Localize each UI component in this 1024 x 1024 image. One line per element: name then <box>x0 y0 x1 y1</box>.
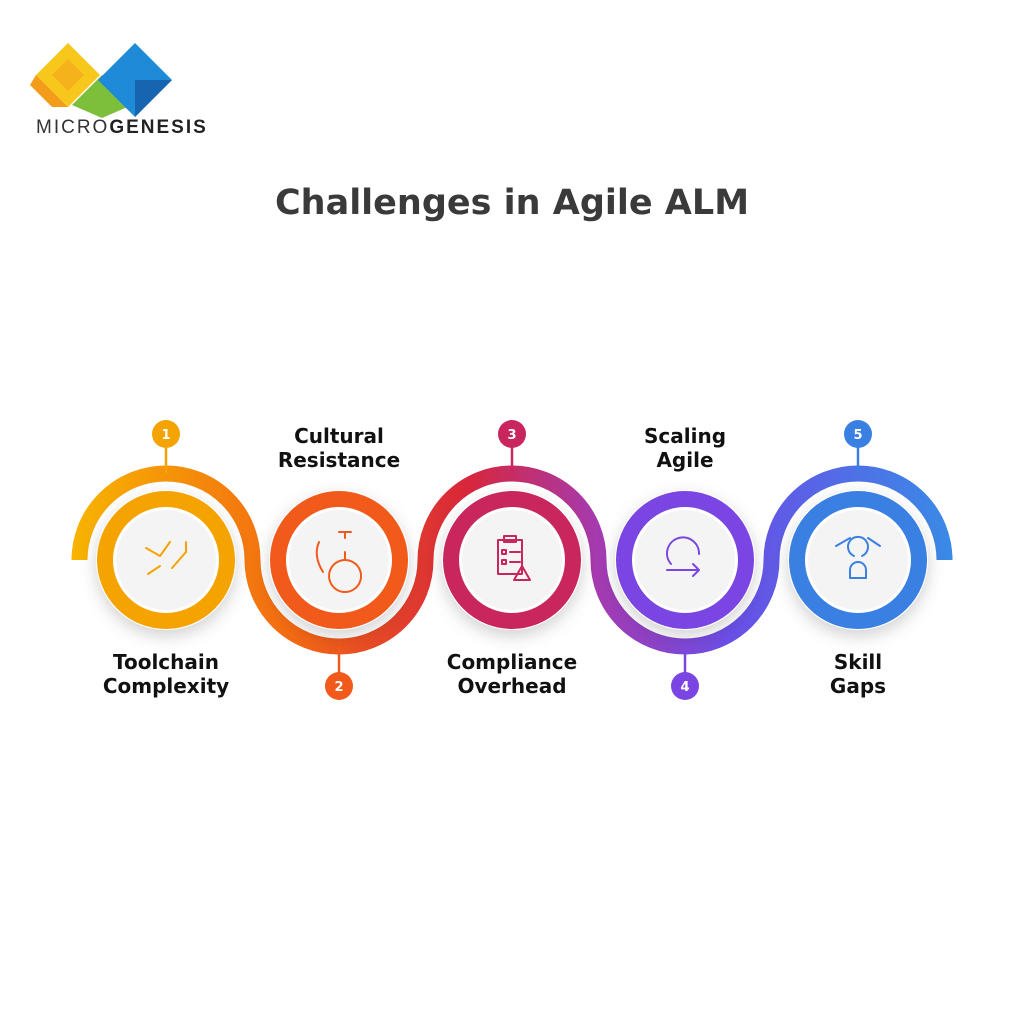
step-label-line: Agile <box>656 448 714 472</box>
step-number: 2 <box>334 680 343 695</box>
step-1: 1 <box>96 420 236 630</box>
step-2: 2 <box>269 490 409 700</box>
step-3: 3 <box>442 420 582 630</box>
step-number-badge <box>498 420 526 448</box>
step-number-badge <box>844 420 872 448</box>
step-inner-circle <box>635 510 735 610</box>
page-title: Challenges in Agile ALM <box>274 183 750 223</box>
step-number: 5 <box>853 428 862 443</box>
step-label-line: Resistance <box>277 448 401 472</box>
step-ring <box>270 491 408 629</box>
toolchain-network-gear-icon <box>145 541 187 575</box>
step-number: 4 <box>680 680 689 695</box>
step-number-badge <box>671 672 699 700</box>
step-ring <box>97 491 235 629</box>
step-label-line: Complexity <box>102 674 230 698</box>
step-number: 3 <box>507 428 516 443</box>
step-ring <box>443 491 581 629</box>
logo-text-light: MICRO <box>36 117 110 138</box>
stopwatch-head-gear-icon <box>315 531 363 593</box>
logo-text-bold: GENESIS <box>109 117 208 138</box>
step-number: 1 <box>161 428 170 443</box>
cycle-arrows-icon <box>666 536 701 577</box>
microgenesis-logo <box>30 43 172 118</box>
step-inner-circle <box>808 510 908 610</box>
step-label-line: Cultural <box>294 424 384 448</box>
step-label-line: Gaps <box>829 674 887 698</box>
step-inner-circle <box>462 510 562 610</box>
step-number-badge <box>325 672 353 700</box>
step-label-line: Scaling <box>643 424 727 448</box>
logo-wordmark: MICROGENESIS <box>36 117 208 139</box>
step-label-line: Toolchain <box>112 650 219 674</box>
step-label-line: Skill <box>833 650 883 674</box>
step-ring <box>789 491 927 629</box>
checklist-warning-icon <box>497 535 531 581</box>
step-label-line: Compliance <box>446 650 578 674</box>
person-gear-network-icon <box>835 535 881 579</box>
step-4: 4 <box>615 490 755 700</box>
step-label-line: Overhead <box>457 674 567 698</box>
step-number-badge <box>152 420 180 448</box>
step-inner-circle <box>116 510 216 610</box>
step-5: 5 <box>788 420 928 630</box>
step-ring <box>616 491 754 629</box>
